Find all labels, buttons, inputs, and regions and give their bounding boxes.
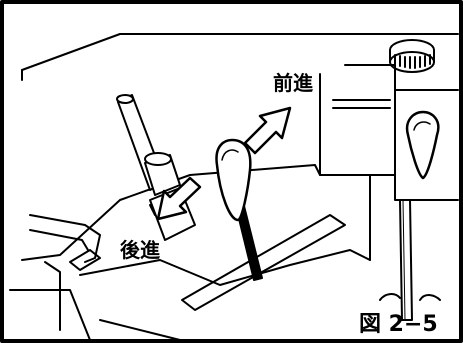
reverse-label: 後進 [120,238,160,262]
lever-right [379,110,441,321]
side-bracket [29,214,101,263]
lever-rear-position [116,94,196,241]
lever-slot [181,214,346,311]
lever-main [215,138,263,281]
figure-caption: 図 2−5 [359,312,438,337]
forward-label: 前進 [273,71,313,95]
reverse-arrow [156,176,202,221]
filler-cap [389,39,435,73]
forward-arrow [243,106,292,155]
upper-housing [21,33,459,201]
